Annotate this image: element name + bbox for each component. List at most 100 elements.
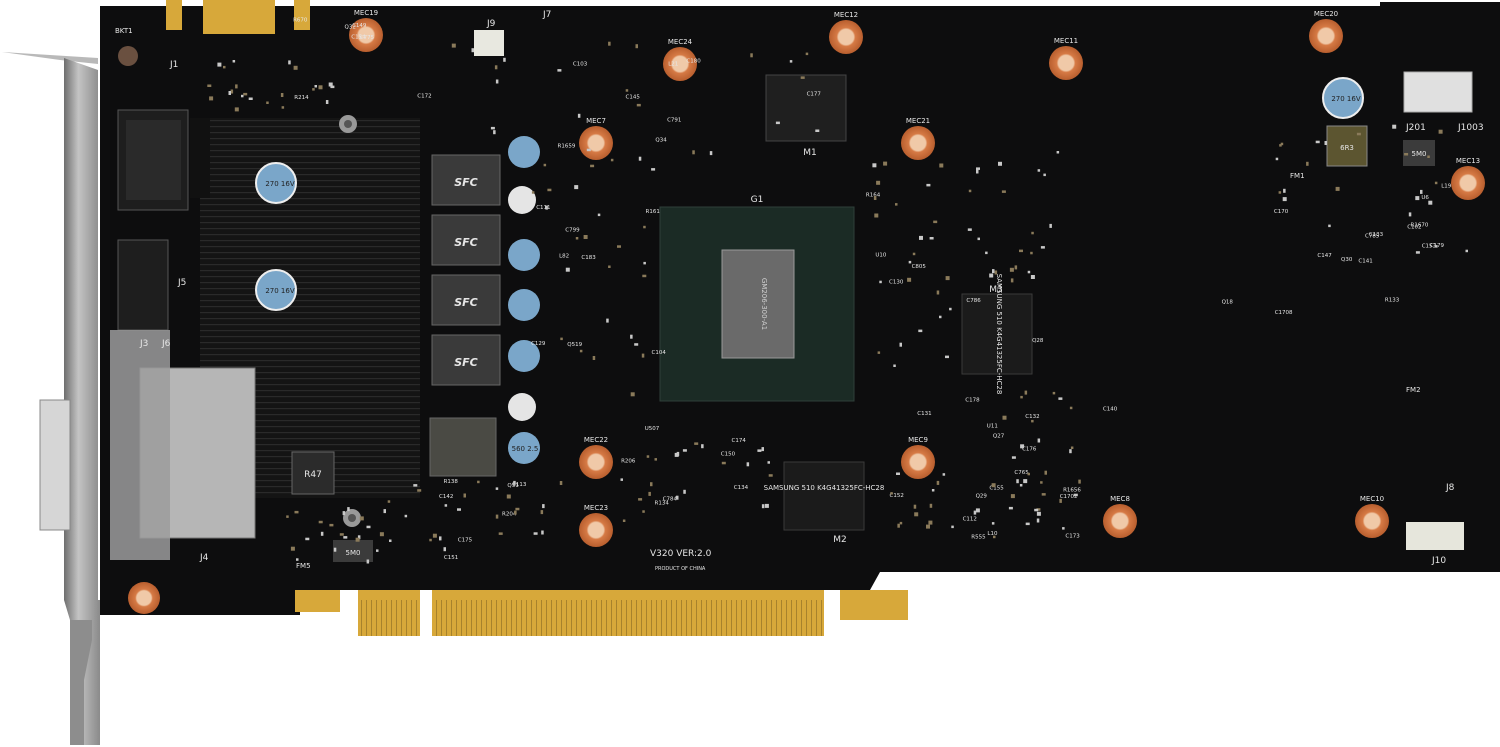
smd-part — [625, 89, 629, 92]
smd-part — [1408, 212, 1412, 217]
smd-part — [318, 520, 323, 524]
connector-j10 — [1403, 71, 1473, 113]
power-chokes: SFC SFC SFC SFC R47 5M0 5M0 6R3 — [291, 125, 1435, 562]
label-j8: J9 — [486, 19, 496, 29]
refdes-label: C133 — [1369, 232, 1384, 238]
smd-part — [328, 82, 333, 87]
smd-part — [514, 510, 517, 515]
finger-divider — [376, 600, 377, 636]
smd-part — [1059, 498, 1062, 503]
smd-part — [288, 60, 291, 65]
refdes-label: C155 — [989, 486, 1004, 492]
finger-divider — [506, 600, 507, 636]
refdes-label: L21 — [668, 62, 678, 68]
smd-part — [1040, 481, 1043, 484]
refdes-label: R204 — [502, 511, 517, 517]
smd-part — [992, 269, 995, 274]
smd-part — [209, 96, 214, 101]
finger-divider — [401, 600, 402, 636]
smd-part — [676, 495, 679, 500]
mounting-hole-label: MEC9 — [908, 436, 928, 444]
finger-divider — [526, 600, 527, 636]
smd-part — [243, 92, 248, 96]
io-bracket — [2, 52, 100, 745]
refdes-label: Q30 — [1341, 257, 1353, 263]
refdes-label: R133 — [1385, 298, 1400, 304]
smd-part — [651, 168, 656, 171]
smd-part — [761, 504, 765, 509]
finger-divider — [411, 600, 412, 636]
smd-part — [583, 235, 588, 239]
mounting-hole: MEC9 — [901, 436, 935, 479]
smd-part — [1078, 479, 1081, 484]
smd-part — [1427, 155, 1430, 158]
label-fm5: FM5 — [296, 562, 311, 570]
choke-3: SFC — [431, 274, 501, 326]
smd-part — [531, 191, 535, 194]
smd-part — [908, 260, 912, 264]
smd-part — [1306, 161, 1309, 166]
choke-label: SFC — [454, 356, 478, 369]
smd-part — [768, 474, 773, 477]
finger-divider — [571, 600, 572, 636]
smd-part — [928, 520, 933, 525]
smd-part — [318, 85, 323, 90]
smd-part — [939, 163, 944, 168]
finger-divider — [391, 600, 392, 636]
smd-part — [692, 150, 695, 155]
finger-divider — [576, 600, 577, 636]
smd-part — [634, 343, 639, 346]
smd-part — [939, 315, 942, 319]
finger-divider — [606, 600, 607, 636]
smd-part — [975, 508, 980, 513]
capacitor-small — [508, 186, 536, 214]
silkscreen: V320 VER:2.0 PRODUCT OF CHINA J9 J7 J1 J… — [115, 10, 1484, 572]
smd-part — [339, 533, 344, 536]
refdes-label: C180 — [686, 59, 701, 65]
smd-part — [451, 43, 456, 48]
mounting-hole: MEC22 — [579, 436, 613, 479]
finger-divider — [641, 600, 642, 636]
smd-part — [1025, 522, 1030, 526]
refdes-label: C103 — [573, 62, 588, 68]
smd-part — [630, 392, 635, 397]
smd-part — [761, 447, 764, 452]
smd-part — [494, 65, 498, 70]
smd-part — [577, 113, 581, 118]
finger-divider — [601, 600, 602, 636]
capacitor-rating: 560 2.5 — [512, 445, 539, 453]
smd-part — [993, 535, 996, 539]
smd-part — [895, 203, 898, 206]
smd-part — [650, 482, 653, 487]
finger-divider — [646, 600, 647, 636]
finger-divider — [416, 600, 417, 636]
finger-divider — [636, 600, 637, 636]
smd-part — [586, 148, 591, 152]
gpu-package: GM206-300-A1 G1 — [659, 195, 855, 402]
mounting-hole-label: MEC11 — [1054, 37, 1078, 45]
refdes-label: U6 — [1421, 195, 1429, 201]
refdes-label: C805 — [912, 264, 927, 270]
finger-divider — [726, 600, 727, 636]
label-j5: J5 — [177, 278, 186, 288]
smd-part — [994, 270, 998, 275]
smd-part — [926, 183, 931, 187]
smd-part — [976, 169, 979, 174]
smd-part — [1062, 527, 1065, 530]
capacitor-1: 270 16V — [255, 162, 297, 204]
finger-divider — [626, 600, 627, 636]
smd-part — [608, 265, 611, 268]
finger-divider — [406, 600, 407, 636]
smd-part — [366, 525, 371, 529]
label-j10: J201 — [1405, 123, 1426, 133]
smd-part — [444, 504, 448, 507]
refdes-label: C178 — [965, 398, 980, 404]
smd-part — [674, 452, 679, 457]
refdes-label: C785 — [1365, 234, 1380, 240]
smd-part — [320, 531, 324, 536]
smd-part — [490, 126, 495, 130]
smd-part — [1356, 132, 1361, 136]
smd-part — [899, 342, 902, 347]
mounting-hole-label: MEC13 — [1456, 157, 1480, 165]
smd-part — [918, 329, 923, 333]
